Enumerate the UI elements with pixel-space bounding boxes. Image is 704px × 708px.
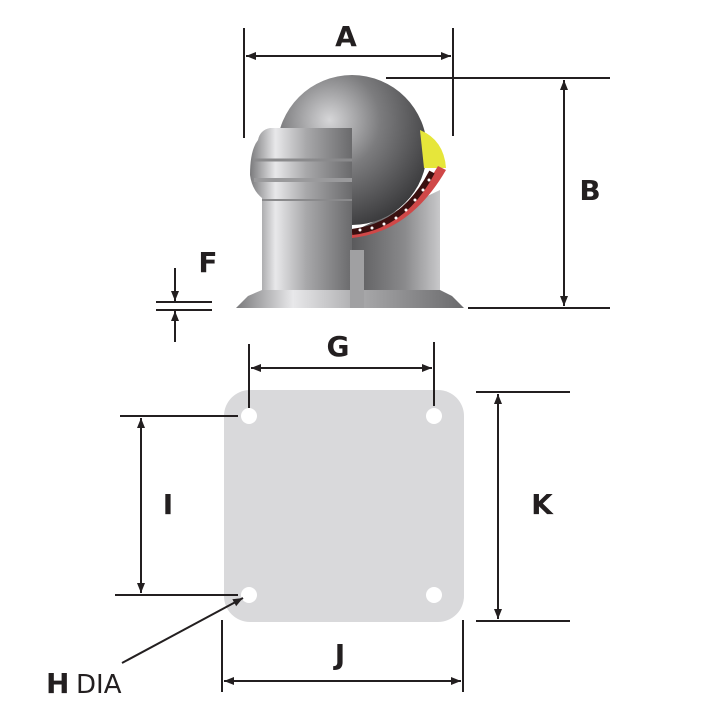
label-f: F (198, 246, 217, 279)
dimension-i: I (115, 415, 238, 596)
hole-top-right (426, 408, 442, 424)
plate (224, 390, 464, 622)
mounting-plate (224, 390, 464, 622)
dimension-f: F (156, 246, 218, 342)
label-j: J (333, 638, 345, 671)
cutaway-cup (352, 190, 440, 290)
hole-bottom-right (426, 587, 442, 603)
hole-bottom-left (241, 587, 257, 603)
label-i: I (163, 488, 173, 521)
label-b: B (579, 174, 600, 207)
ball-transfer-unit-illustration (236, 75, 464, 308)
stem (350, 250, 364, 308)
dimension-j: J (221, 620, 464, 692)
dimension-h: H DIA (46, 597, 244, 700)
dimension-b: B (386, 77, 610, 309)
label-h-dia: DIA (76, 670, 122, 700)
dimension-g: G (248, 330, 435, 408)
label-g: G (327, 330, 350, 363)
dimension-a: A (243, 20, 454, 138)
label-k: K (531, 488, 554, 521)
hole-top-left (241, 408, 257, 424)
label-a: A (335, 20, 357, 53)
label-h: H (46, 667, 69, 700)
housing (250, 128, 352, 290)
seal-yellow (420, 130, 446, 168)
dimension-k: K (476, 391, 570, 622)
